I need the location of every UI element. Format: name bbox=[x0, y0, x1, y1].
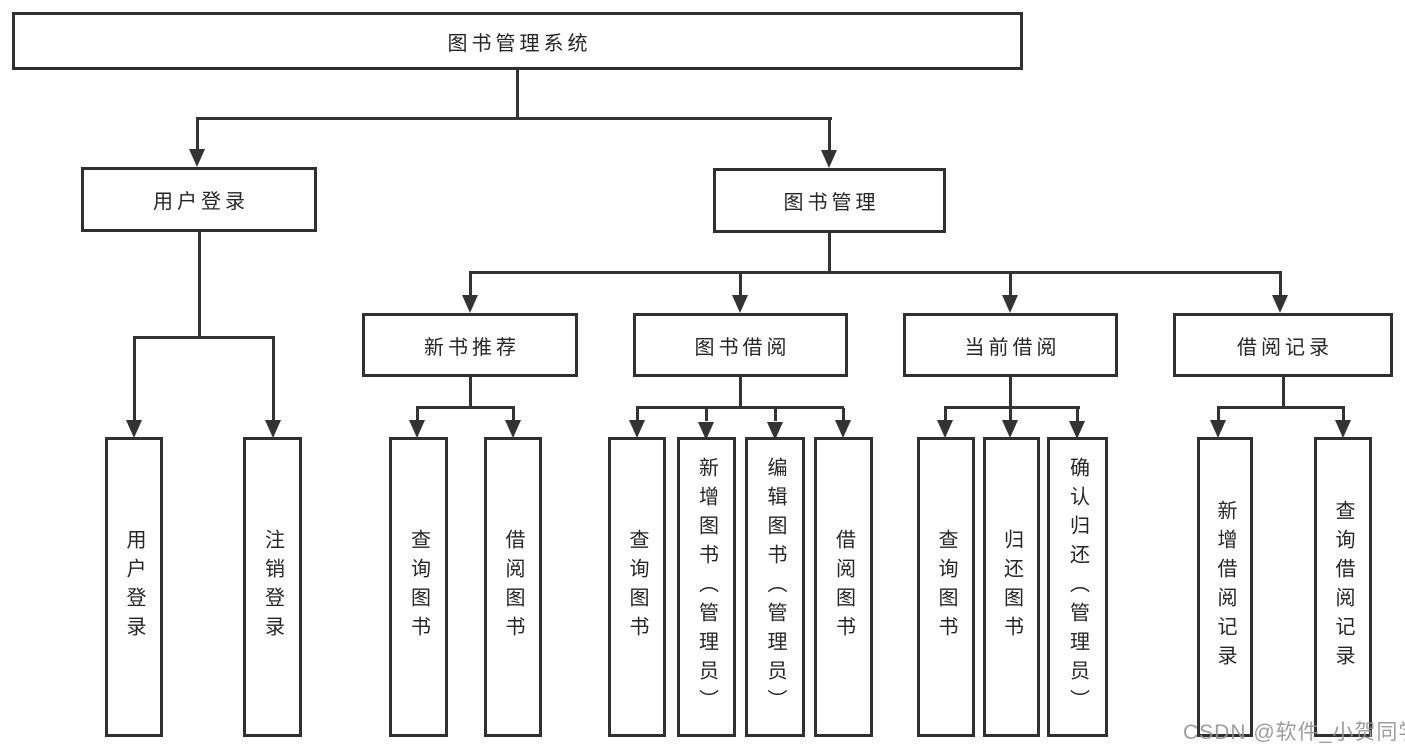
connector-to-leaf bbox=[512, 408, 515, 421]
node-label: 当前借阅 bbox=[964, 336, 1061, 359]
connector-current-borrowing-stem bbox=[1009, 377, 1012, 406]
connector-borrowing-records-stem bbox=[1282, 377, 1285, 406]
node-library-management-system: 图书管理系统 bbox=[12, 12, 1023, 70]
node-label: 图书借阅 bbox=[694, 336, 791, 359]
node-label: 图书管理 bbox=[783, 192, 880, 214]
connector-book-borrowing-hbar bbox=[636, 406, 844, 409]
leaf-confirm-return-admin: 确认归还（管理员） bbox=[1047, 437, 1108, 737]
connector-to-leaf bbox=[842, 408, 845, 421]
node-label: 借阅记录 bbox=[1237, 336, 1333, 359]
connector-to-leaf bbox=[774, 408, 777, 421]
leaf-query-books-borrowing: 查询图书 bbox=[608, 437, 666, 737]
node-current-borrowing: 当前借阅 bbox=[903, 313, 1118, 377]
leaf-label: 查询图书 bbox=[407, 529, 430, 645]
connector-to-book-management bbox=[828, 119, 831, 151]
arrowhead-book-management bbox=[821, 150, 837, 168]
node-user-login: 用户登录 bbox=[81, 167, 317, 232]
leaf-label: 编辑图书（管理员） bbox=[764, 456, 786, 718]
leaf-label: 查询借阅记录 bbox=[1332, 500, 1354, 674]
connector-to-leaf bbox=[636, 408, 639, 421]
connector-to-leaf bbox=[416, 408, 419, 421]
leaf-label: 新增图书（管理员） bbox=[695, 456, 718, 718]
leaf-edit-books-admin: 编辑图书（管理员） bbox=[745, 437, 805, 737]
leaf-query-books-recommend: 查询图书 bbox=[389, 437, 448, 737]
leaf-label: 查询图书 bbox=[935, 529, 957, 645]
connector-to-borrowing-records bbox=[1279, 273, 1282, 296]
connector-root-hbar bbox=[196, 117, 832, 120]
node-borrowing-records: 借阅记录 bbox=[1173, 313, 1393, 377]
arrowhead-borrowing-records bbox=[1272, 295, 1288, 313]
node-new-book-recommendation: 新书推荐 bbox=[362, 313, 578, 377]
connector-to-leaf bbox=[1009, 408, 1012, 421]
leaf-label: 新增借阅记录 bbox=[1214, 500, 1236, 674]
connector-user-login-stem bbox=[198, 232, 201, 336]
arrowhead-leaf bbox=[698, 422, 714, 440]
node-label: 图书管理系统 bbox=[447, 32, 592, 55]
connector-new-book-hbar bbox=[416, 406, 515, 409]
arrowhead-leaf bbox=[1002, 420, 1018, 438]
leaf-label: 确认归还（管理员） bbox=[1066, 456, 1089, 718]
connector-to-leaf-user-login bbox=[133, 338, 136, 421]
csdn-watermark: CSDN @软件_小贺同学 bbox=[1183, 721, 1405, 744]
connector-book-management-stem bbox=[828, 233, 831, 271]
leaf-borrow-books: 借阅图书 bbox=[814, 437, 873, 737]
node-label: 用户登录 bbox=[153, 191, 249, 213]
leaf-return-books: 归还图书 bbox=[983, 437, 1040, 737]
leaf-logout: 注销登录 bbox=[243, 437, 302, 737]
connector-borrowing-records-hbar bbox=[1217, 406, 1345, 409]
connector-to-current-borrowing bbox=[1009, 273, 1012, 296]
leaf-query-borrow-record: 查询借阅记录 bbox=[1314, 437, 1372, 737]
leaf-user-login: 用户登录 bbox=[105, 437, 163, 737]
leaf-label: 用户登录 bbox=[123, 529, 145, 645]
arrowhead-leaf bbox=[629, 420, 645, 438]
connector-to-book-borrowing bbox=[739, 273, 742, 296]
leaf-query-books-current: 查询图书 bbox=[917, 437, 975, 737]
node-label: 新书推荐 bbox=[424, 336, 520, 359]
connector-to-leaf bbox=[1076, 408, 1079, 421]
node-book-management: 图书管理 bbox=[713, 168, 946, 233]
connector-root-stem bbox=[516, 70, 519, 117]
arrowhead-leaf bbox=[835, 420, 851, 438]
leaf-label: 注销登录 bbox=[261, 529, 284, 645]
arrowhead-leaf-user-login bbox=[126, 420, 142, 438]
leaf-label: 借阅图书 bbox=[832, 529, 855, 645]
arrowhead-leaf bbox=[1335, 420, 1351, 438]
arrowhead-new-book bbox=[462, 295, 478, 313]
arrowhead-leaf bbox=[505, 420, 521, 438]
connector-to-new-book bbox=[469, 273, 472, 296]
connector-to-leaf-logout bbox=[272, 338, 275, 421]
leaf-borrow-books-recommend: 借阅图书 bbox=[484, 437, 542, 737]
arrowhead-current-borrowing bbox=[1002, 295, 1018, 313]
connector-book-borrowing-stem bbox=[739, 377, 742, 406]
arrowhead-leaf-logout bbox=[265, 420, 281, 438]
connector-new-book-stem bbox=[469, 377, 472, 406]
arrowhead-user-login bbox=[189, 149, 205, 167]
connector-to-user-login bbox=[196, 119, 199, 151]
arrowhead-leaf bbox=[937, 420, 953, 438]
arrowhead-leaf bbox=[1210, 420, 1226, 438]
connector-to-leaf bbox=[1217, 408, 1220, 421]
arrowhead-leaf bbox=[1069, 421, 1085, 439]
leaf-label: 借阅图书 bbox=[502, 529, 524, 645]
arrowhead-book-borrowing bbox=[732, 295, 748, 313]
connector-to-leaf bbox=[1342, 408, 1345, 421]
arrowhead-leaf bbox=[409, 420, 425, 438]
leaf-add-books-admin: 新增图书（管理员） bbox=[677, 437, 736, 737]
leaf-add-borrow-record: 新增借阅记录 bbox=[1197, 437, 1253, 737]
connector-current-borrowing-hbar bbox=[944, 406, 1080, 409]
arrowhead-leaf bbox=[767, 422, 783, 440]
connector-book-management-hbar bbox=[469, 271, 1282, 274]
connector-to-leaf bbox=[705, 408, 708, 421]
connector-to-leaf bbox=[944, 408, 947, 421]
node-book-borrowing: 图书借阅 bbox=[633, 313, 848, 377]
leaf-label: 查询图书 bbox=[626, 529, 648, 645]
connector-user-login-hbar bbox=[133, 336, 275, 339]
leaf-label: 归还图书 bbox=[1000, 529, 1023, 645]
